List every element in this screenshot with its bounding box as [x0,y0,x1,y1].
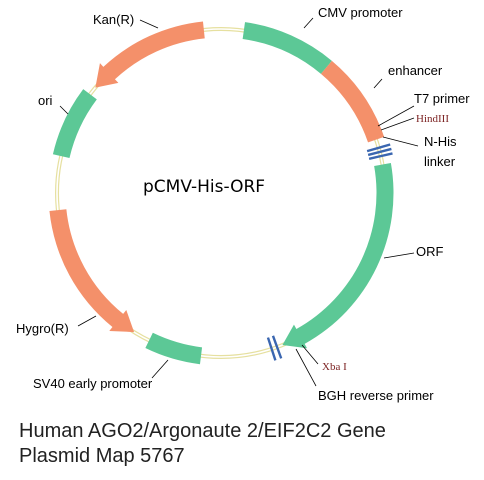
marker-hindiii [367,147,392,157]
t7-primer-label: T7 primer [414,91,470,106]
cmv-promoter-label: CMV promoter [318,5,403,20]
leader-ori [59,105,69,115]
ori-label: ori [38,93,53,108]
marker-n-his-linker [368,152,393,160]
feature-layer [49,21,394,365]
plasmid-map: CMV promoter enhancer T7 primer HindIII … [16,5,470,403]
feature-cmv-promoter [242,22,332,74]
sv40-early-promoter-label: SV40 early promoter [33,376,153,391]
orf-label: ORF [416,244,444,259]
kan-label: Kan(R) [93,12,134,27]
leader-bgh [295,348,317,387]
feature-kan-r [95,21,205,88]
hygro-label: Hygro(R) [16,321,69,336]
leader-lines [59,17,419,387]
leader-sv40 [151,359,169,379]
leader-kan [139,19,159,29]
figure-caption: Human AGO2/Argonaute 2/EIF2C2 Gene Plasm… [19,419,479,469]
marker-bgh-reverse-primer [266,337,277,361]
feature-orf [282,163,394,349]
linker-label: linker [424,154,456,169]
enhancer-label: enhancer [388,63,443,78]
leader-t7-primer [377,105,415,127]
leader-enhancer [373,78,383,89]
leader-hygro [77,315,97,327]
marker-layer [266,143,393,361]
feature-ori [52,89,97,159]
leader-cmv-promoter [303,17,314,29]
leader-orf [383,252,415,259]
caption-line-2: Plasmid Map 5767 [19,445,185,467]
plasmid-name: pCMV-His-ORF [143,177,265,197]
marker-t7-primer [366,143,391,153]
caption-line-1: Human AGO2/Argonaute 2/EIF2C2 Gene [19,420,386,442]
xba-i-label: Xba I [322,361,347,373]
hindiii-label: HindIII [416,113,449,125]
leader-hindiii [380,117,415,131]
marker-xba-i [271,335,283,359]
feature-sv40-early-promoter [145,332,203,365]
feature-enhancer [320,60,385,143]
leader-n-his [382,136,419,147]
leader-xba-i [301,344,319,365]
n-his-label: N-His [424,134,457,149]
bgh-reverse-primer-label: BGH reverse primer [318,388,434,403]
feature-hygro-r [49,209,135,333]
